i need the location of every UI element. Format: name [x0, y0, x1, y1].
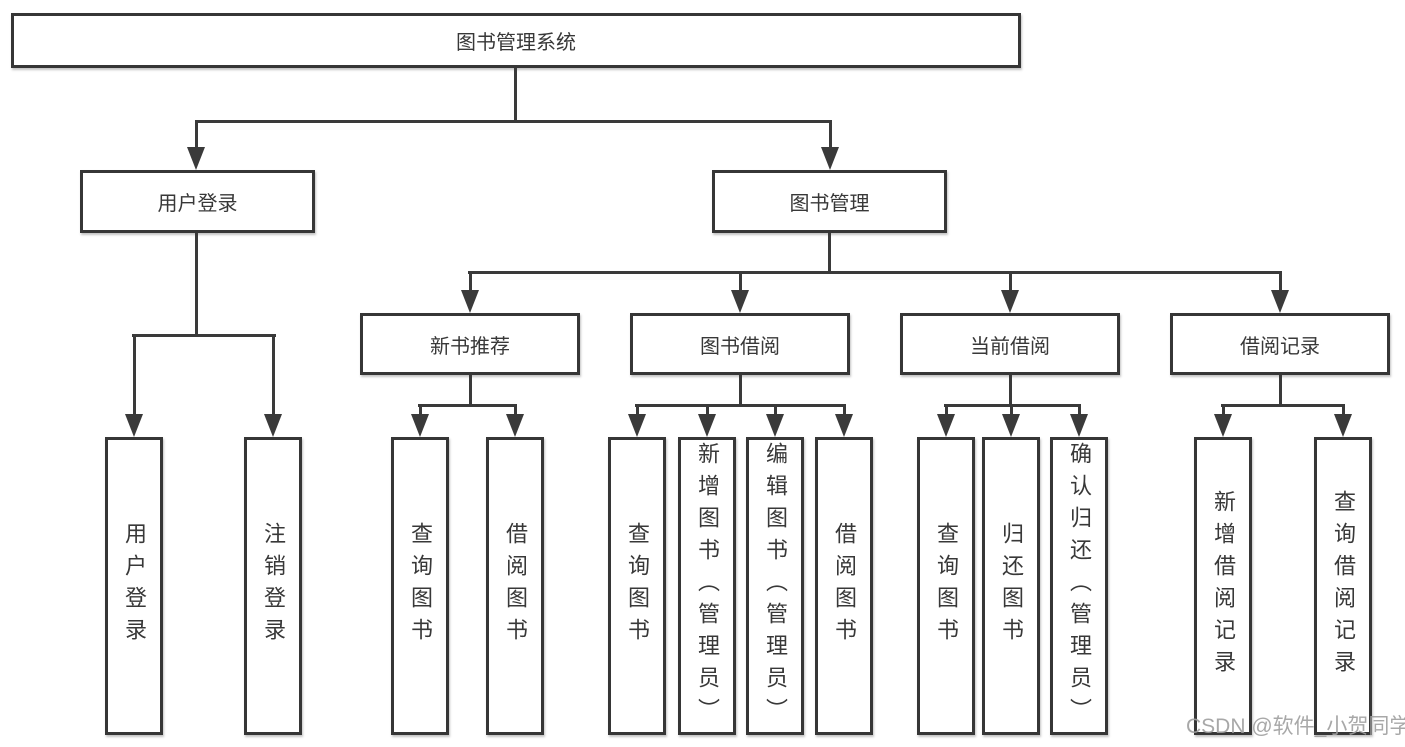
leaf-borrow-books: 借阅图书 [815, 437, 873, 735]
arrowhead-leaf [766, 414, 784, 437]
connector-to-user-login [195, 120, 198, 150]
arrowhead-leaf [1002, 414, 1020, 437]
connector-to-book-management [829, 120, 832, 150]
connector-to-borrow-records [1279, 271, 1282, 294]
node-book-borrow: 图书借阅 [630, 313, 850, 375]
arrowhead-user-login [187, 147, 205, 170]
leaf-label: 借阅图书 [503, 522, 528, 650]
connector-to-leaf-user-login [133, 334, 136, 418]
arrowhead-leaf [698, 414, 716, 437]
connector-to-leaf-logout [272, 334, 275, 418]
arrowhead-leaf [411, 414, 429, 437]
node-user-login: 用户登录 [80, 170, 315, 233]
leaf-return-books: 归还图书 [982, 437, 1040, 735]
connector-stub [514, 404, 517, 417]
arrowhead-leaf [1334, 414, 1352, 437]
leaf-user-login: 用户登录 [105, 437, 163, 735]
connector-root-stem [514, 68, 517, 123]
leaf-label: 查询图书 [934, 522, 959, 650]
node-borrow-records: 借阅记录 [1170, 313, 1390, 375]
leaf-label: 查询借阅记录 [1331, 490, 1356, 682]
connector-level3-bus [468, 271, 1282, 274]
leaf-add-book-admin: 新增图书（管理员） [678, 437, 736, 735]
connector-book-borrow-stem [739, 375, 742, 407]
connector-to-book-borrow [739, 271, 742, 294]
leaf-label: 新增借阅记录 [1211, 490, 1236, 682]
node-label: 图书借阅 [700, 335, 780, 358]
connector-book-borrow-bus [635, 404, 846, 407]
connector-level2-bus [195, 120, 832, 123]
connector-borrow-records-stem [1279, 375, 1282, 407]
arrowhead-leaf-logout [264, 414, 282, 437]
connector-stub [636, 404, 639, 417]
leaf-label: 注销登录 [261, 522, 286, 650]
connector-new-book-stem [469, 375, 472, 407]
leaf-edit-book-admin: 编辑图书（管理员） [746, 437, 804, 735]
leaf-label: 借阅图书 [832, 522, 857, 650]
leaf-query-books-current: 查询图书 [917, 437, 975, 735]
node-root-label: 图书管理系统 [456, 32, 576, 54]
arrowhead-leaf [1070, 414, 1088, 437]
connector-new-book-bus [418, 404, 517, 407]
connector-stub [774, 404, 777, 417]
arrowhead-leaf [835, 414, 853, 437]
connector-current-borrow-stem [1009, 375, 1012, 407]
connector-user-login-stem [195, 233, 198, 337]
leaf-label: 编辑图书（管理员） [763, 442, 788, 730]
arrowhead-book-management [821, 147, 839, 170]
leaf-label: 用户登录 [122, 522, 147, 650]
connector-to-new-book [469, 271, 472, 294]
arrowhead-book-borrow [731, 290, 749, 313]
connector-borrow-records-bus [1221, 404, 1345, 407]
node-label: 图书管理 [789, 193, 870, 215]
leaf-label: 归还图书 [999, 522, 1024, 650]
connector-stub [1010, 404, 1013, 417]
connector-stub [1342, 404, 1345, 417]
leaf-logout: 注销登录 [244, 437, 302, 735]
leaf-borrow-books-recommend: 借阅图书 [486, 437, 544, 735]
arrowhead-borrow-records [1271, 290, 1289, 313]
arrowhead-new-book [461, 290, 479, 313]
connector-to-current-borrow [1009, 271, 1012, 294]
leaf-query-borrow-record: 查询借阅记录 [1314, 437, 1372, 735]
connector-stub [706, 404, 709, 417]
connector-stub [1222, 404, 1225, 417]
leaf-label: 查询图书 [408, 522, 433, 650]
arrowhead-leaf [937, 414, 955, 437]
connector-book-management-stem [828, 233, 831, 274]
leaf-query-books-borrow: 查询图书 [608, 437, 666, 735]
node-book-management: 图书管理 [712, 170, 947, 233]
connector-stub [419, 404, 422, 417]
node-root: 图书管理系统 [11, 13, 1021, 68]
arrowhead-current-borrow [1001, 290, 1019, 313]
node-label: 借阅记录 [1240, 335, 1320, 358]
leaf-query-books-recommend: 查询图书 [391, 437, 449, 735]
arrowhead-leaf-user-login [125, 414, 143, 437]
leaf-label: 新增图书（管理员） [695, 442, 720, 730]
leaf-add-borrow-record: 新增借阅记录 [1194, 437, 1252, 735]
connector-stub [945, 404, 948, 417]
connector-user-login-bus [132, 334, 276, 337]
node-current-borrow: 当前借阅 [900, 313, 1120, 375]
watermark: CSDN @软件_小贺同学 [1186, 715, 1405, 738]
leaf-confirm-return-admin: 确认归还（管理员） [1050, 437, 1108, 735]
node-label: 当前借阅 [970, 335, 1050, 358]
leaf-label: 确认归还（管理员） [1067, 442, 1092, 730]
arrowhead-leaf [506, 414, 524, 437]
connector-stub [843, 404, 846, 417]
arrowhead-leaf [628, 414, 646, 437]
arrowhead-leaf [1214, 414, 1232, 437]
leaf-label: 查询图书 [625, 522, 650, 650]
node-new-book-recommend: 新书推荐 [360, 313, 580, 375]
connector-stub [1078, 404, 1081, 417]
node-label: 用户登录 [157, 193, 238, 215]
node-label: 新书推荐 [430, 335, 510, 358]
